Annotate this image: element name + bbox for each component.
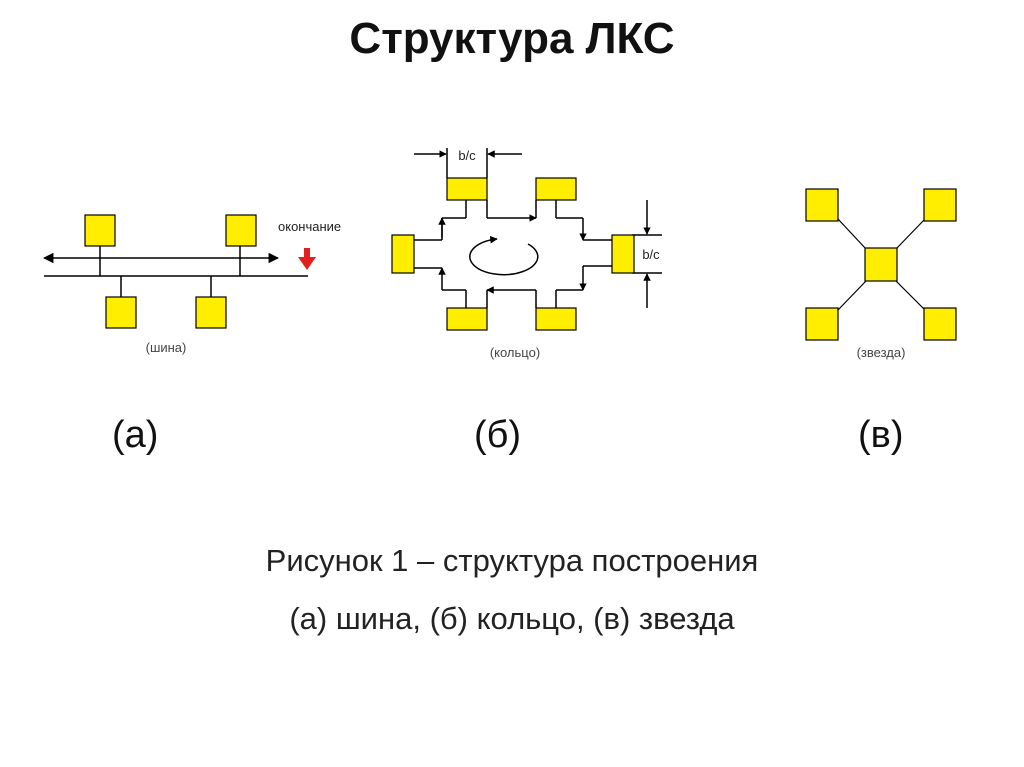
label-a: (а) [112,414,159,456]
terminator-arrow [298,248,316,270]
ring-node [535,307,577,331]
star-nodes [805,188,957,341]
ring-diagram [414,148,662,308]
star-node [923,307,957,341]
star-node [805,188,839,222]
ring-node [391,234,415,274]
ring-node [446,307,488,331]
star-link [895,280,926,311]
bus-node [84,214,116,247]
ring-node [611,234,635,274]
figure-caption-line2: (а) шина, (б) кольцо, (в) звезда [289,601,735,636]
bus-node [195,296,227,329]
height-dimension-label: b/c [642,247,660,262]
ring-nodes [391,177,635,331]
bus-diagram [42,246,308,297]
star-diagram [837,218,926,311]
ring-caption: (кольцо) [490,345,540,360]
bus-node [225,214,257,247]
width-dimension-label: b/c [458,148,476,163]
ring-node [535,177,577,201]
star-link [895,218,926,250]
bus-nodes [84,214,257,329]
ring-node [446,177,488,201]
bus-node [105,296,137,329]
star-node [805,307,839,341]
figure-caption-line1: Рисунок 1 – структура построения [265,543,759,578]
bus-caption: (шина) [146,340,187,355]
star-node [923,188,957,222]
terminator-label: окончание [278,219,341,234]
star-hub [864,247,898,282]
ring-rotation-arrow [469,236,539,276]
star-caption: (звезда) [857,345,906,360]
star-link [837,218,867,250]
label-b: (б) [474,414,522,456]
star-link [837,280,867,311]
label-c: (в) [858,414,904,456]
slide-title: Структура ЛКС [349,14,675,63]
